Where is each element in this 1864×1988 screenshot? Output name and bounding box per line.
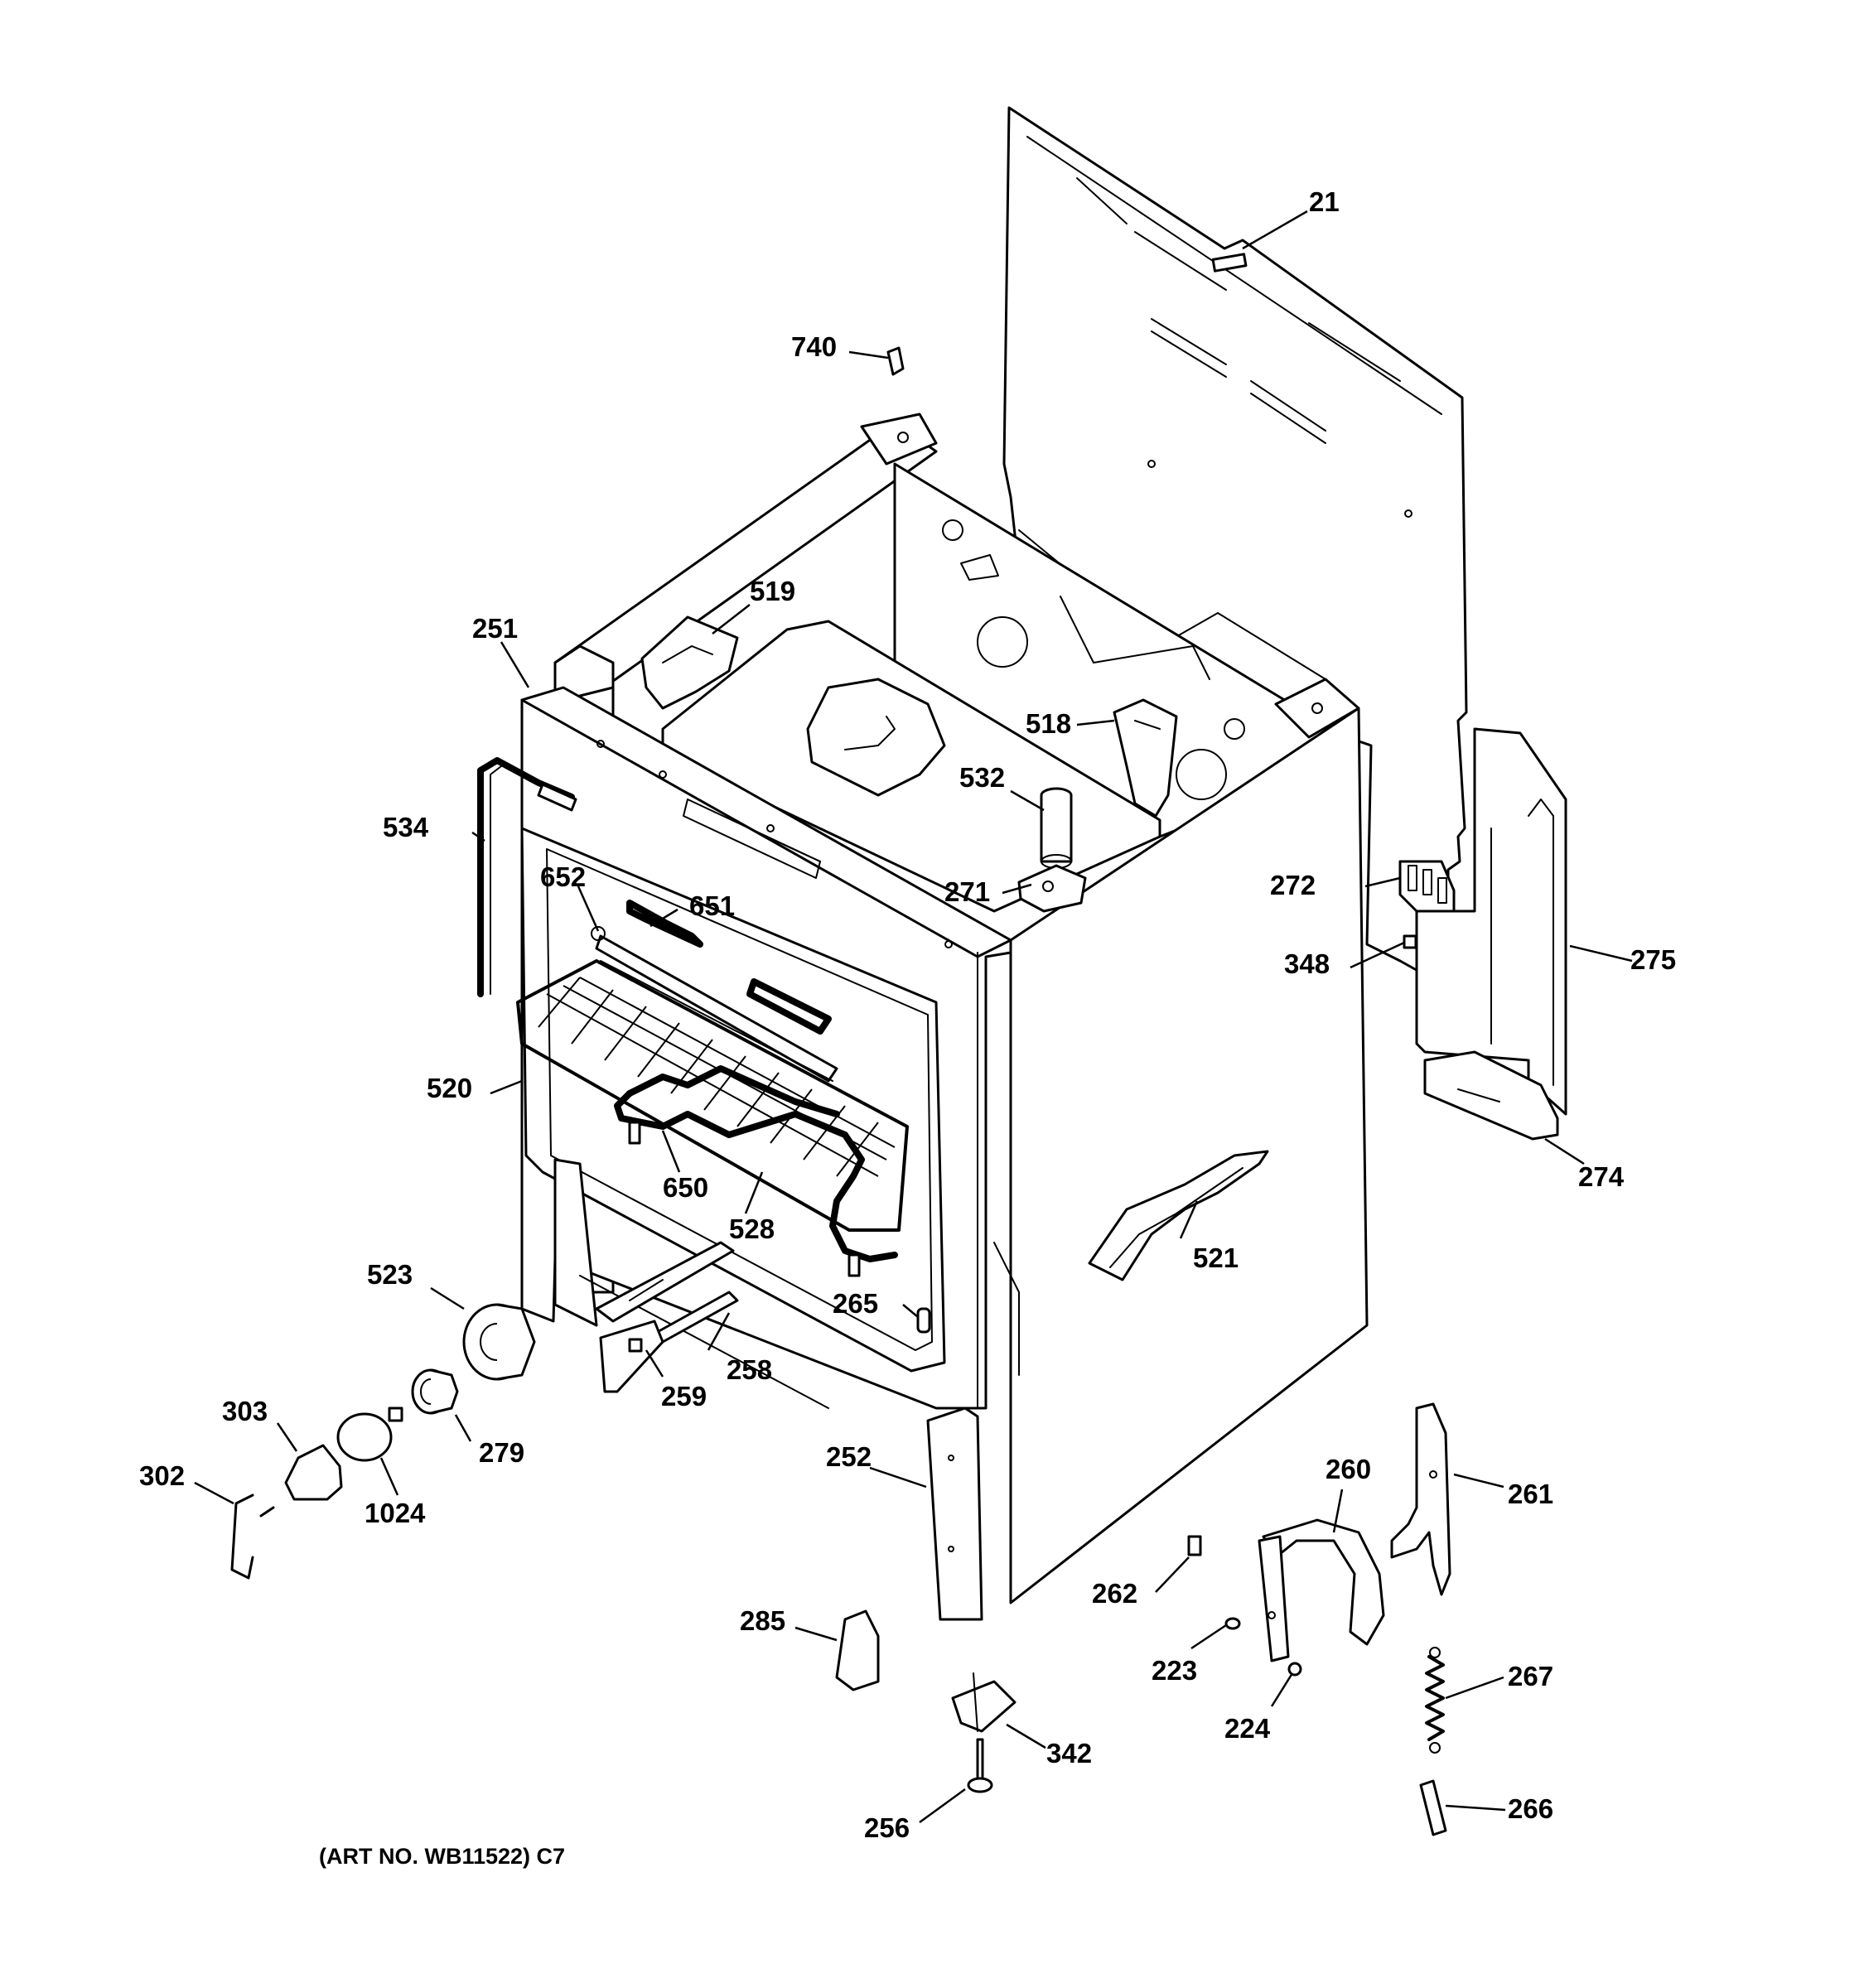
part-262-clip	[1187, 1535, 1202, 1556]
label-303: 303	[222, 1396, 268, 1426]
label-262: 262	[1092, 1578, 1137, 1609]
label-279: 279	[479, 1437, 524, 1468]
label-521: 521	[1193, 1242, 1239, 1273]
label-1024: 1024	[365, 1498, 426, 1528]
part-224-nut	[1287, 1662, 1302, 1677]
part-256-leveler-leg	[967, 1738, 993, 1793]
label-266: 266	[1508, 1793, 1553, 1824]
label-519: 519	[750, 576, 795, 606]
part-534-door-gasket	[477, 757, 577, 997]
part-521-side-bracket	[1088, 1150, 1269, 1281]
part-342-leveler-bracket	[951, 1672, 1017, 1733]
label-275: 275	[1630, 944, 1676, 975]
label-740: 740	[791, 331, 837, 362]
part-252-front-strip	[926, 1407, 983, 1621]
part-labels: 21 740 519 251 518 534 532 652 651 271 2…	[139, 186, 1676, 1869]
label-528: 528	[729, 1214, 775, 1244]
label-271: 271	[944, 876, 990, 907]
label-224: 224	[1224, 1713, 1271, 1744]
label-258: 258	[727, 1354, 772, 1385]
part-260-hinge-arm	[1258, 1518, 1385, 1662]
part-532-oven-sensor	[1040, 787, 1073, 869]
label-272: 272	[1270, 870, 1316, 900]
part-651-broil-element	[591, 900, 838, 1083]
label-534: 534	[383, 812, 429, 842]
label-21: 21	[1309, 186, 1340, 217]
part-266-hinge-link	[1419, 1779, 1447, 1836]
part-740-clip	[886, 346, 905, 376]
label-256: 256	[864, 1812, 910, 1843]
part-348-block	[1403, 934, 1417, 949]
part-518-insulation	[1113, 698, 1178, 818]
part-223-screw	[1224, 1617, 1241, 1630]
label-261: 261	[1508, 1479, 1553, 1509]
part-519-insulation	[640, 615, 739, 710]
label-267: 267	[1508, 1661, 1553, 1691]
part-275-side-trim	[1415, 727, 1567, 1116]
label-251: 251	[472, 613, 518, 644]
label-348: 348	[1284, 948, 1330, 979]
part-1024-light-bulb	[336, 1407, 403, 1462]
part-523-light-receptacle	[462, 1303, 536, 1381]
part-303-lamp-lens	[284, 1444, 343, 1501]
part-285-block	[835, 1609, 880, 1691]
label-518: 518	[1026, 708, 1071, 739]
part-279-lamp-socket	[411, 1368, 459, 1415]
part-267-spring	[1425, 1647, 1445, 1754]
part-302-wire-retainer	[230, 1493, 275, 1580]
label-520: 520	[427, 1073, 472, 1103]
label-265: 265	[833, 1288, 878, 1319]
part-271-sensor-bracket	[1017, 864, 1087, 913]
label-532: 532	[959, 762, 1005, 793]
label-652: 652	[540, 861, 586, 892]
part-265-clip	[916, 1307, 931, 1334]
label-259: 259	[661, 1381, 707, 1411]
label-302: 302	[139, 1460, 185, 1491]
label-523: 523	[367, 1259, 413, 1290]
art-number-caption: (ART NO. WB11522) C7	[319, 1844, 565, 1869]
part-650-bake-element	[614, 1065, 898, 1277]
part-259-rail-bracket	[599, 1320, 664, 1393]
part-274-bracket	[1423, 1050, 1559, 1141]
label-252: 252	[826, 1441, 872, 1472]
label-650: 650	[663, 1172, 708, 1203]
label-342: 342	[1046, 1738, 1092, 1768]
part-261-hinge	[1390, 1402, 1451, 1596]
label-651: 651	[689, 890, 735, 921]
label-260: 260	[1326, 1454, 1371, 1484]
leader-lines	[194, 210, 1633, 1824]
label-274: 274	[1578, 1161, 1625, 1192]
label-223: 223	[1152, 1655, 1197, 1686]
label-285: 285	[740, 1605, 785, 1636]
